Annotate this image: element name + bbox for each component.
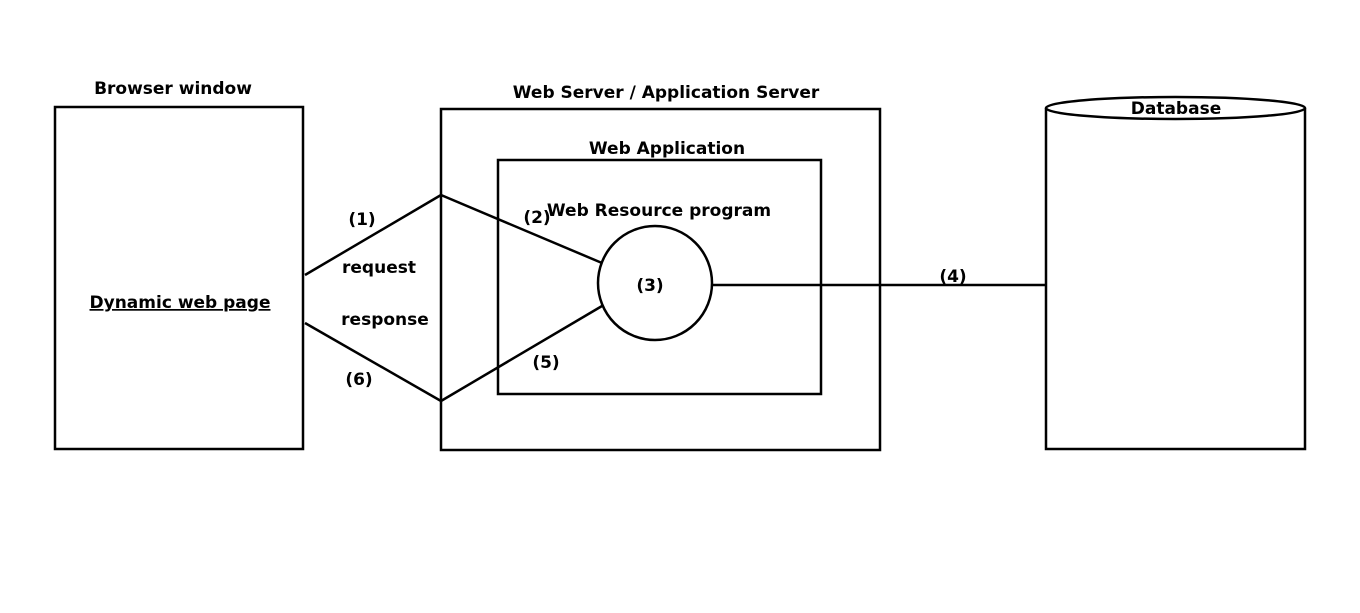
step-6-label: (6) xyxy=(345,370,372,390)
response-line-resource-to-server xyxy=(440,304,603,403)
database-cylinder-body xyxy=(1044,108,1307,451)
request-line-server-to-resource xyxy=(440,193,603,265)
database-cylinder-top xyxy=(1044,95,1307,121)
step-1-label: (1) xyxy=(348,210,375,230)
web-resource-title: Web Resource program xyxy=(547,201,771,221)
step-2-label: (2) xyxy=(523,208,550,228)
database-title: Database xyxy=(1131,99,1221,119)
web-application-box xyxy=(496,158,823,396)
step-5-label: (5) xyxy=(532,353,559,373)
request-line-browser-to-server xyxy=(304,193,442,277)
step-3-label: (3) xyxy=(636,276,663,296)
response-line-server-to-browser xyxy=(304,321,442,403)
web-resource-circle xyxy=(596,224,714,342)
response-label: response xyxy=(341,310,429,330)
browser-window-title: Browser window xyxy=(94,79,252,99)
web-server-title: Web Server / Application Server xyxy=(513,83,820,103)
web-server-box xyxy=(439,107,882,452)
step-4-label: (4) xyxy=(939,267,966,287)
request-label: request xyxy=(342,258,416,278)
dynamic-web-page-label: Dynamic web page xyxy=(90,293,271,313)
browser-window-box xyxy=(53,105,305,451)
web-application-title: Web Application xyxy=(589,139,745,159)
